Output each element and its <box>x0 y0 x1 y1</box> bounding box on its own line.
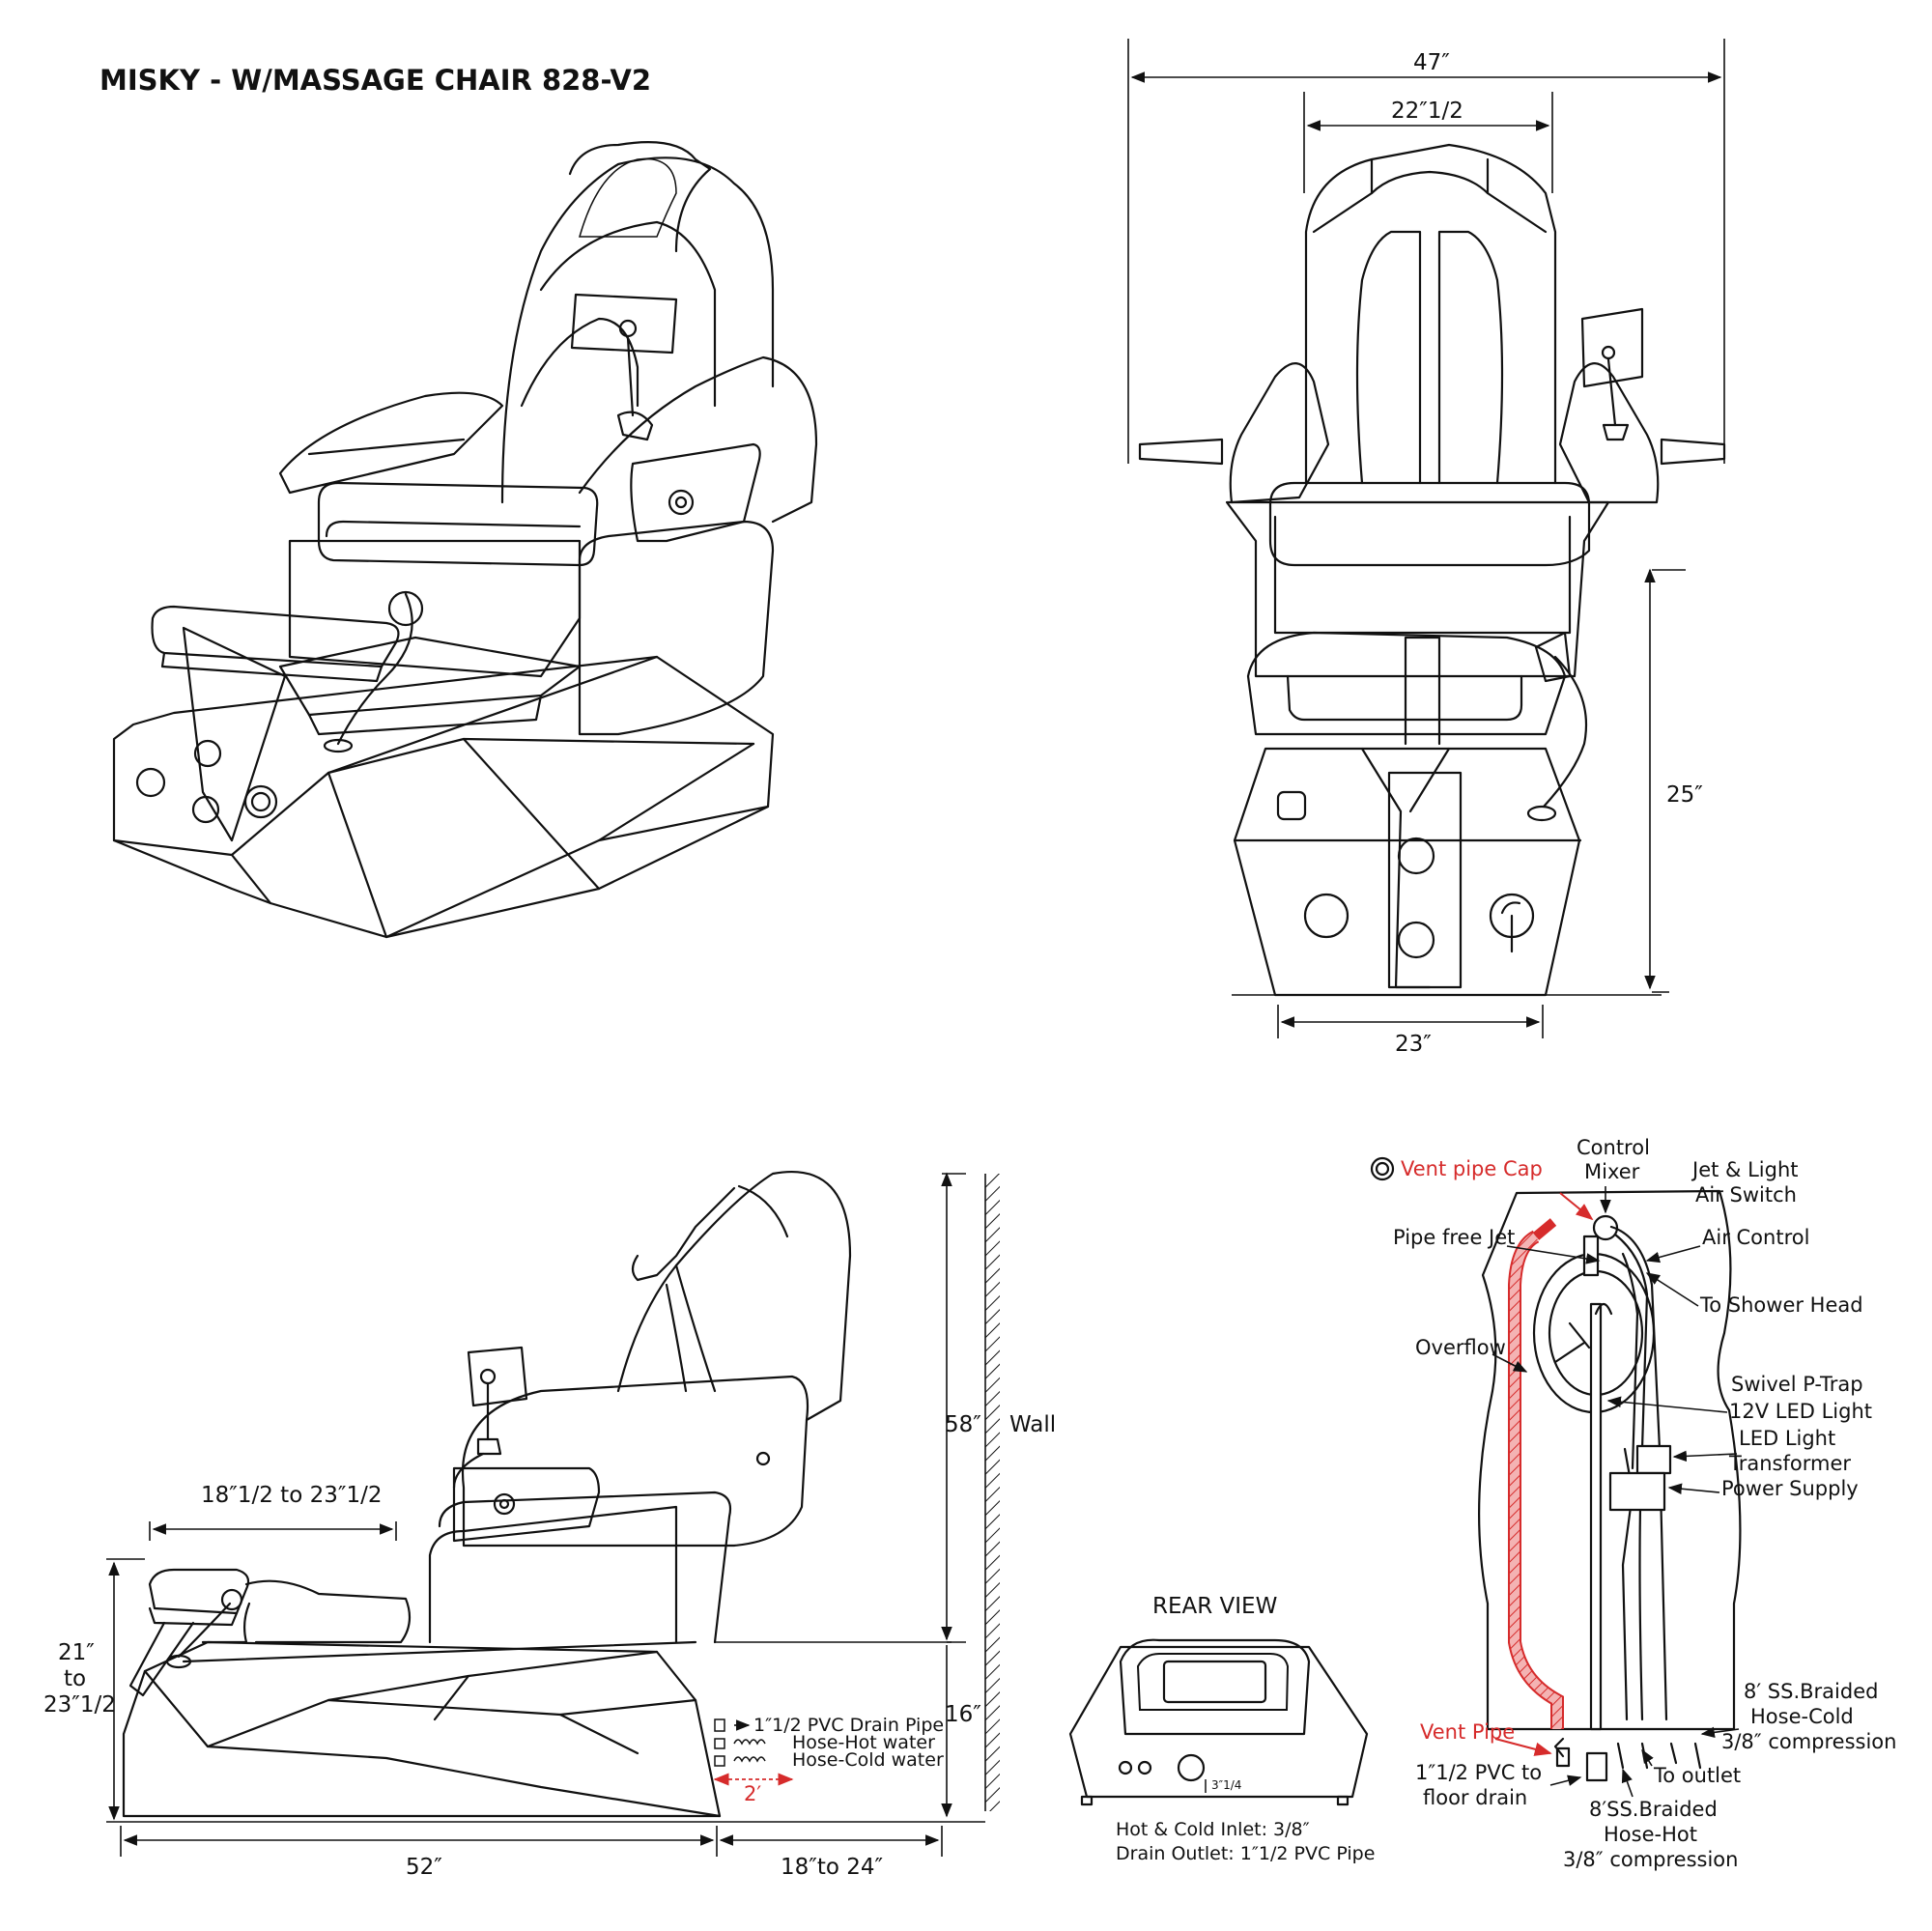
rear-inlet-note: Hot & Cold Inlet: 3/8″ <box>1116 1819 1310 1840</box>
jet-light-line1: Jet & Light <box>1690 1158 1798 1181</box>
front-view-dimensions: 47″ 22″1/2 25″ 23″ <box>1127 39 1725 1057</box>
shower-head-label: To Shower Head <box>1699 1293 1863 1317</box>
dim-footrest-range: 18″1/2 to 23″1/2 <box>201 1483 382 1508</box>
cold-hose-line1: 8′ SS.Braided <box>1744 1680 1878 1703</box>
overflow-label: Overflow <box>1415 1336 1506 1359</box>
dim-upper-height: 58″ <box>945 1412 981 1437</box>
hot-hose-line3: 3/8″ compression <box>1563 1848 1738 1871</box>
control-mixer-line2: Mixer <box>1584 1160 1640 1183</box>
vent-cap-label: Vent pipe Cap <box>1401 1157 1543 1180</box>
hot-hose-line1: 8′SS.Braided <box>1589 1798 1718 1821</box>
dim-foot-height-line1: 21″ <box>58 1640 95 1665</box>
pvc-drain-line1: 1″1/2 PVC to <box>1415 1761 1542 1784</box>
pvc-drain-line2: floor drain <box>1423 1786 1527 1809</box>
dim-length: 52″ <box>406 1855 442 1880</box>
front-chair-drawing <box>1138 143 1726 997</box>
led-transformer-line2: Transformer <box>1728 1452 1851 1475</box>
rear-drain-note: Drain Outlet: 1″1/2 PVC Pipe <box>1116 1843 1375 1864</box>
dim-clearance: 18″to 24″ <box>781 1855 884 1880</box>
dim-foot-height-line3: 23″1/2 <box>43 1692 116 1718</box>
wall-hatch <box>985 1174 1000 1811</box>
cold-hose-line3: 3/8″ compression <box>1721 1730 1896 1753</box>
wall-label: Wall <box>1009 1412 1056 1437</box>
drain-pipe-label: 1″1/2 PVC Drain Pipe <box>753 1715 944 1736</box>
control-mixer-line1: Control <box>1577 1136 1650 1159</box>
dim-lower-height: 16″ <box>945 1702 981 1727</box>
hose-hot-label: Hose-Hot water <box>792 1732 935 1753</box>
to-outlet-label: To outlet <box>1653 1764 1741 1787</box>
side-view-dimensions: 18″1/2 to 23″1/2 21″ to 23″1/2 58″ 16″ W… <box>43 1172 1056 1880</box>
dim-base-width: 23″ <box>1395 1032 1432 1057</box>
pipe-free-jet-label: Pipe free Jet <box>1393 1226 1515 1249</box>
hose-length-label: 2′ <box>744 1782 761 1805</box>
cold-hose-line2: Hose-Cold <box>1750 1705 1854 1728</box>
led-12v-label: 12V LED Light <box>1729 1400 1872 1423</box>
ptrap-label: Swivel P-Trap <box>1731 1373 1863 1396</box>
rear-view: REAR VIEW 3″1/4 Hot & Cold Inlet: 3/8″ D… <box>1068 1594 1375 1864</box>
hot-hose-line2: Hose-Hot <box>1604 1823 1697 1846</box>
led-transformer-line1: LED Light <box>1739 1427 1835 1450</box>
dim-seat-width: 22″1/2 <box>1391 99 1463 124</box>
dim-total-width: 47″ <box>1413 50 1450 75</box>
air-control-label: Air Control <box>1702 1226 1809 1249</box>
plumbing-diagram: Vent pipe Cap Control Mixer Jet & Light … <box>1370 1136 1896 1871</box>
rear-small-dim: 3″1/4 <box>1211 1778 1241 1792</box>
sheet-title: MISKY - W/MASSAGE CHAIR 828-V2 <box>99 64 651 97</box>
isometric-chair-drawing <box>112 141 818 939</box>
rear-view-title: REAR VIEW <box>1152 1594 1277 1619</box>
hose-cold-label: Hose-Cold water <box>792 1749 944 1771</box>
jet-light-line2: Air Switch <box>1695 1183 1797 1207</box>
dim-foot-height-line2: to <box>64 1666 86 1691</box>
side-chair-drawing: 1″1/2 PVC Drain Pipe Hose-Hot water Hose… <box>122 1171 944 1818</box>
dim-height: 25″ <box>1666 782 1703 808</box>
power-supply-label: Power Supply <box>1721 1477 1859 1500</box>
